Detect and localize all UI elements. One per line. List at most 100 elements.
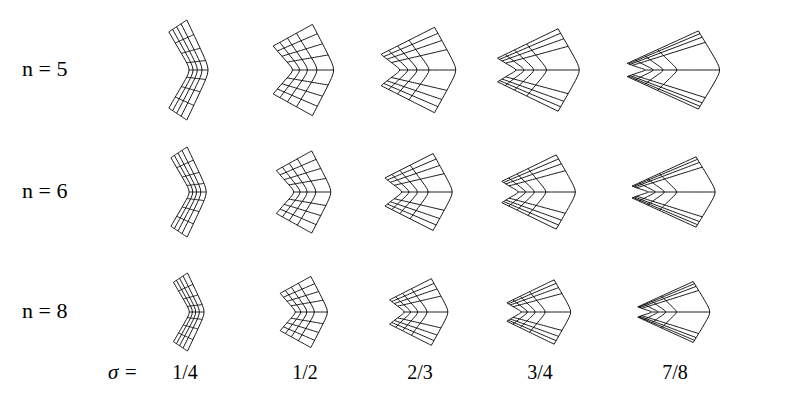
mesh-line xyxy=(627,77,698,109)
surface-mesh xyxy=(385,154,452,231)
mesh-line xyxy=(627,63,645,76)
mesh-line xyxy=(500,33,561,59)
mesh-line xyxy=(558,29,579,112)
mesh-line xyxy=(638,307,652,317)
mesh-line xyxy=(527,44,547,96)
mesh-line xyxy=(640,316,696,337)
mesh-line xyxy=(556,155,575,229)
mesh-line xyxy=(635,60,653,80)
mesh-line xyxy=(435,27,456,112)
mesh-line xyxy=(498,58,516,82)
mesh-line xyxy=(509,178,526,206)
mesh-line xyxy=(693,282,710,343)
mesh-line xyxy=(530,292,545,333)
row-label: n = 8 xyxy=(22,300,67,322)
column-value: 1/2 xyxy=(292,362,318,382)
mesh-line xyxy=(178,153,197,231)
surface-mesh xyxy=(507,280,571,344)
mesh-line xyxy=(181,24,202,116)
mesh-line xyxy=(627,31,698,63)
mesh-line xyxy=(508,283,556,303)
mesh-line xyxy=(273,24,312,46)
mesh-line xyxy=(285,290,300,333)
mesh-line xyxy=(284,204,321,215)
mesh-line xyxy=(289,199,326,205)
mesh-line xyxy=(504,202,559,226)
mesh-fill xyxy=(276,151,330,233)
surface-mesh xyxy=(390,279,448,346)
mesh-line xyxy=(633,198,697,225)
mesh-line xyxy=(642,290,699,308)
mesh-line xyxy=(311,276,328,347)
mesh-line xyxy=(498,29,558,58)
mesh-line xyxy=(645,70,720,71)
mesh-fill xyxy=(171,147,206,237)
mesh-line xyxy=(630,76,702,103)
mesh-line xyxy=(180,278,196,346)
mesh-line xyxy=(507,280,554,303)
mesh-line xyxy=(502,155,556,181)
surface-mesh xyxy=(638,282,710,343)
mesh-line xyxy=(280,209,316,224)
mesh-line xyxy=(282,167,300,217)
mesh-line xyxy=(277,89,317,106)
mesh-line xyxy=(640,286,696,307)
mesh-line xyxy=(659,174,676,211)
mesh-line xyxy=(173,29,193,110)
mesh-line xyxy=(276,214,311,234)
mesh-line xyxy=(638,317,693,342)
surface-mesh xyxy=(171,147,206,237)
mesh-line xyxy=(642,316,699,334)
row-label: n = 5 xyxy=(22,58,67,80)
mesh-line xyxy=(287,55,328,62)
mesh-line xyxy=(312,151,331,233)
mesh-line xyxy=(396,297,411,327)
mesh-fill xyxy=(498,29,580,112)
mesh-line xyxy=(518,192,575,193)
mesh-fill xyxy=(638,282,710,343)
mesh-fill xyxy=(280,276,327,347)
mesh-line xyxy=(287,78,328,85)
mesh-line xyxy=(171,158,189,227)
mesh-line xyxy=(291,300,323,306)
surface-mesh xyxy=(280,276,327,347)
mesh-line xyxy=(189,70,208,71)
mesh-line xyxy=(513,300,528,324)
mesh-line xyxy=(174,155,192,228)
surface-mesh xyxy=(627,31,719,109)
mesh-line xyxy=(273,94,312,116)
mesh-line xyxy=(282,44,323,56)
mesh-line xyxy=(630,37,702,64)
mesh-line xyxy=(516,70,580,71)
mesh-line xyxy=(632,157,696,186)
mesh-line xyxy=(506,200,562,220)
mesh-line xyxy=(280,276,311,293)
mesh-line xyxy=(169,32,189,108)
mesh-line xyxy=(411,289,427,335)
mesh-line xyxy=(433,154,452,231)
row-label: n = 6 xyxy=(22,180,67,202)
mesh-fill xyxy=(169,20,208,120)
mesh-fill xyxy=(381,27,456,112)
mesh-line xyxy=(637,167,703,188)
mesh-line xyxy=(508,320,556,340)
mesh-line xyxy=(504,159,559,183)
mesh-line xyxy=(177,27,198,114)
mesh-line xyxy=(648,192,715,193)
mesh-line xyxy=(628,34,700,64)
mesh-line xyxy=(507,303,521,322)
mesh-line xyxy=(291,287,307,337)
mesh-line xyxy=(652,312,710,313)
mesh-fill xyxy=(385,154,452,231)
mesh-line xyxy=(633,159,697,186)
mesh-line xyxy=(381,54,400,85)
mesh-line xyxy=(277,34,317,51)
mesh-fill xyxy=(502,155,576,229)
mesh-line xyxy=(632,42,705,65)
mesh-line xyxy=(273,46,292,94)
mesh-line xyxy=(506,46,569,63)
mesh-line xyxy=(502,203,556,229)
